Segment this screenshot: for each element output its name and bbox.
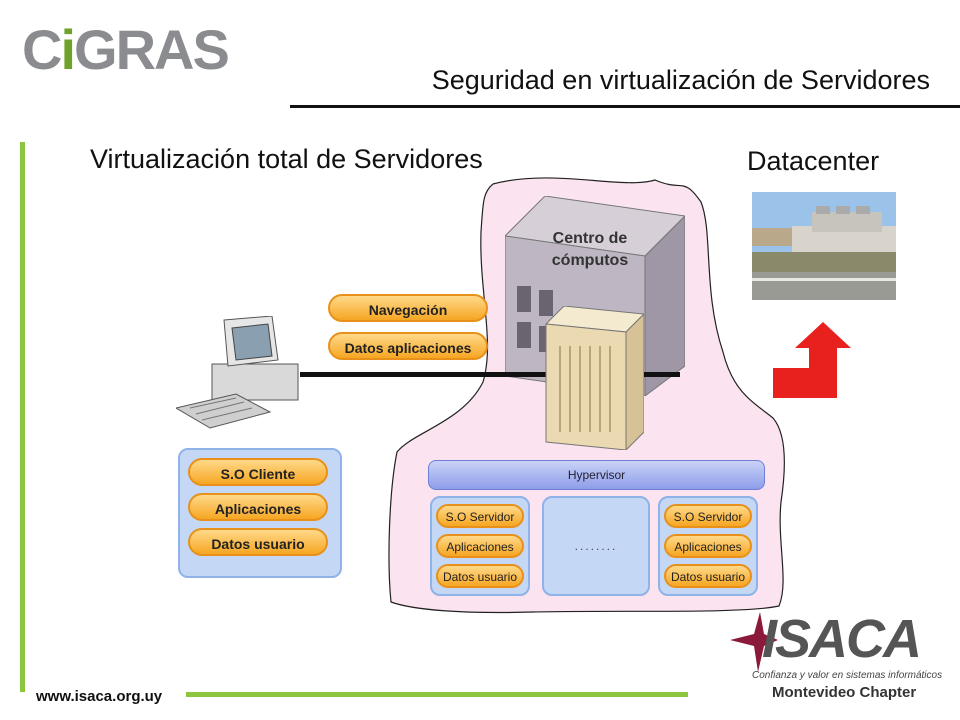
datacenter-label: Datacenter xyxy=(747,146,880,176)
building-label: Centro de cómputos xyxy=(540,228,640,272)
pill-vm-right-datos: Datos usuario xyxy=(664,564,752,588)
pill-vm-left-apps: Aplicaciones xyxy=(436,534,524,558)
pill-navegacion: Navegación xyxy=(328,294,488,322)
client-computer-icon xyxy=(176,316,299,429)
hypervisor-bar: Hypervisor xyxy=(428,460,765,490)
building-label-line1: Centro de xyxy=(552,230,628,247)
slide-subtitle: Virtualización total de Servidores xyxy=(90,144,483,174)
isaca-star-icon xyxy=(730,612,778,672)
pill-so-cliente: S.O Cliente xyxy=(188,458,328,486)
pill-aplicaciones-cliente: Aplicaciones xyxy=(188,493,328,521)
title-underline xyxy=(290,105,960,108)
vm-middle-box: ........ xyxy=(542,496,650,596)
cigras-logo: CiGRAS xyxy=(22,18,230,81)
building-label-line2: cómputos xyxy=(551,252,629,269)
pill-vm-left-datos: Datos usuario xyxy=(436,564,524,588)
footer-url[interactable]: www.isaca.org.uy xyxy=(36,688,163,705)
arrow-up-icon xyxy=(773,322,851,398)
bottom-accent-bar xyxy=(186,692,688,697)
pill-datos-aplicaciones: Datos aplicaciones xyxy=(328,332,488,360)
datacenter-photo xyxy=(752,192,896,300)
isaca-logo-text: ISACA xyxy=(762,609,922,669)
pill-datos-usuario-cliente: Datos usuario xyxy=(188,528,328,556)
left-accent-bar xyxy=(20,142,25,692)
pill-vm-left-so: S.O Servidor xyxy=(436,504,524,528)
network-link xyxy=(300,372,680,377)
isaca-chapter: Montevideo Chapter xyxy=(772,684,917,701)
pill-vm-right-so: S.O Servidor xyxy=(664,504,752,528)
pill-vm-right-apps: Aplicaciones xyxy=(664,534,752,558)
isaca-tagline: Confianza y valor en sistemas informátic… xyxy=(752,670,943,681)
server-icon xyxy=(544,306,644,450)
slide-title: Seguridad en virtualización de Servidore… xyxy=(431,65,930,95)
